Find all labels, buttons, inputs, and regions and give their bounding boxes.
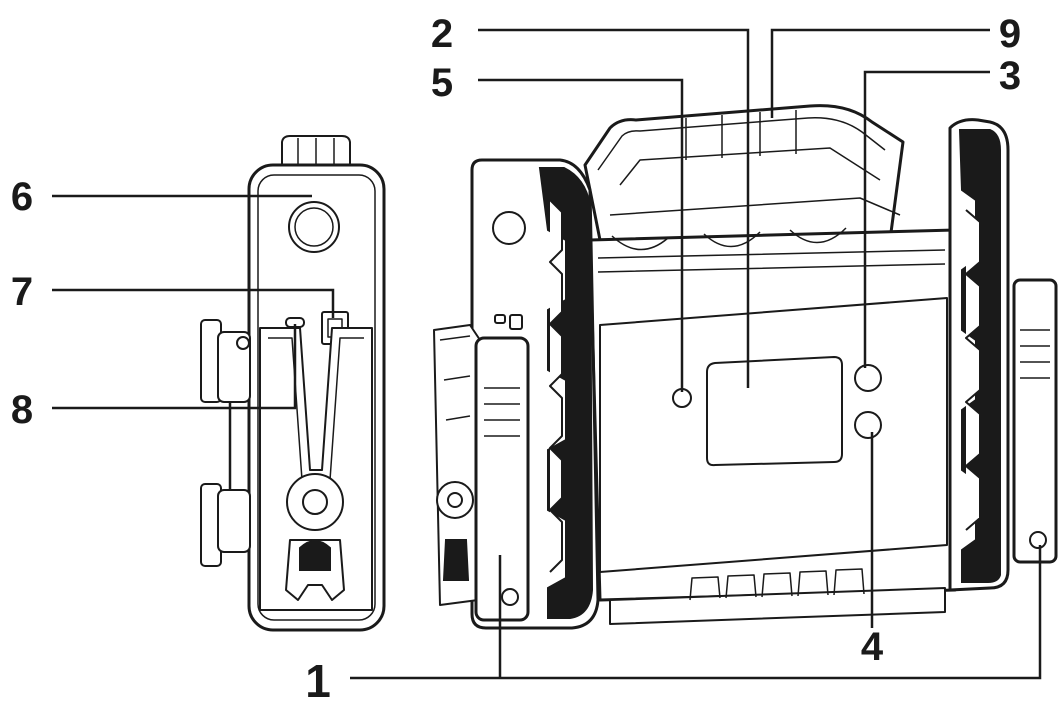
side-clamp-handle-bottom-back <box>217 489 251 553</box>
callout-lines <box>52 28 1042 680</box>
callout-number-7: 7 <box>11 270 33 314</box>
left-clamp-ridges <box>439 335 471 421</box>
side-clip-holder <box>259 327 373 611</box>
base-feet <box>689 568 865 601</box>
callout-line-7 <box>52 288 335 318</box>
side-clamp-screw <box>236 336 250 350</box>
power-button <box>854 364 882 392</box>
left-end-cap-port <box>509 314 523 330</box>
carry-handle <box>583 104 905 242</box>
light-button <box>854 411 882 439</box>
main-body-base <box>609 587 946 625</box>
callout-numbers: 2 9 5 3 6 7 8 4 1 <box>11 12 1021 706</box>
front-view <box>433 104 1058 630</box>
side-round-button <box>288 201 340 253</box>
callout-number-8: 8 <box>11 388 33 432</box>
side-view <box>200 135 386 632</box>
main-body-top-ribs <box>597 249 946 273</box>
callout-number-1: 1 <box>305 655 331 706</box>
carry-handle-grip <box>619 147 881 186</box>
right-clamp-handle <box>1012 278 1058 564</box>
left-clamp-handle-ribs <box>484 387 520 437</box>
carry-handle-inner <box>597 117 886 171</box>
right-clamp-screw <box>1029 531 1047 549</box>
left-clamp-pivot-center <box>447 492 463 508</box>
display-window <box>706 356 843 467</box>
left-bumper-zigzag <box>549 199 563 573</box>
carry-handle-ribs <box>685 110 797 160</box>
callout-line-9 <box>770 28 990 118</box>
callout-line-8 <box>52 324 297 410</box>
side-round-button-ring <box>294 207 334 247</box>
callout-line-2 <box>478 28 750 388</box>
handle-base <box>609 197 901 216</box>
callout-line-1 <box>350 545 1042 680</box>
callout-number-9: 9 <box>999 12 1021 56</box>
callout-number-3: 3 <box>999 54 1021 98</box>
main-body-top-scallops <box>611 227 847 251</box>
left-clamp-screw <box>501 588 519 606</box>
callout-line-3 <box>863 70 990 368</box>
side-clamp-jaw-dark <box>299 540 331 571</box>
callout-number-5: 5 <box>431 61 453 105</box>
left-end-cap-button <box>492 211 526 245</box>
callout-number-6: 6 <box>11 175 33 219</box>
left-clamp-teeth <box>442 539 470 581</box>
right-clamp-handle-ribs <box>1020 329 1050 379</box>
left-end-cap-slot <box>494 314 506 324</box>
callout-number-4: 4 <box>861 625 884 669</box>
left-clamp-handle <box>474 336 530 622</box>
side-clamp-pivot-center <box>302 489 328 515</box>
callout-line-5 <box>478 78 684 392</box>
side-body-inner <box>257 174 376 621</box>
callout-number-2: 2 <box>431 12 453 56</box>
right-bumper-zigzag <box>965 209 981 531</box>
